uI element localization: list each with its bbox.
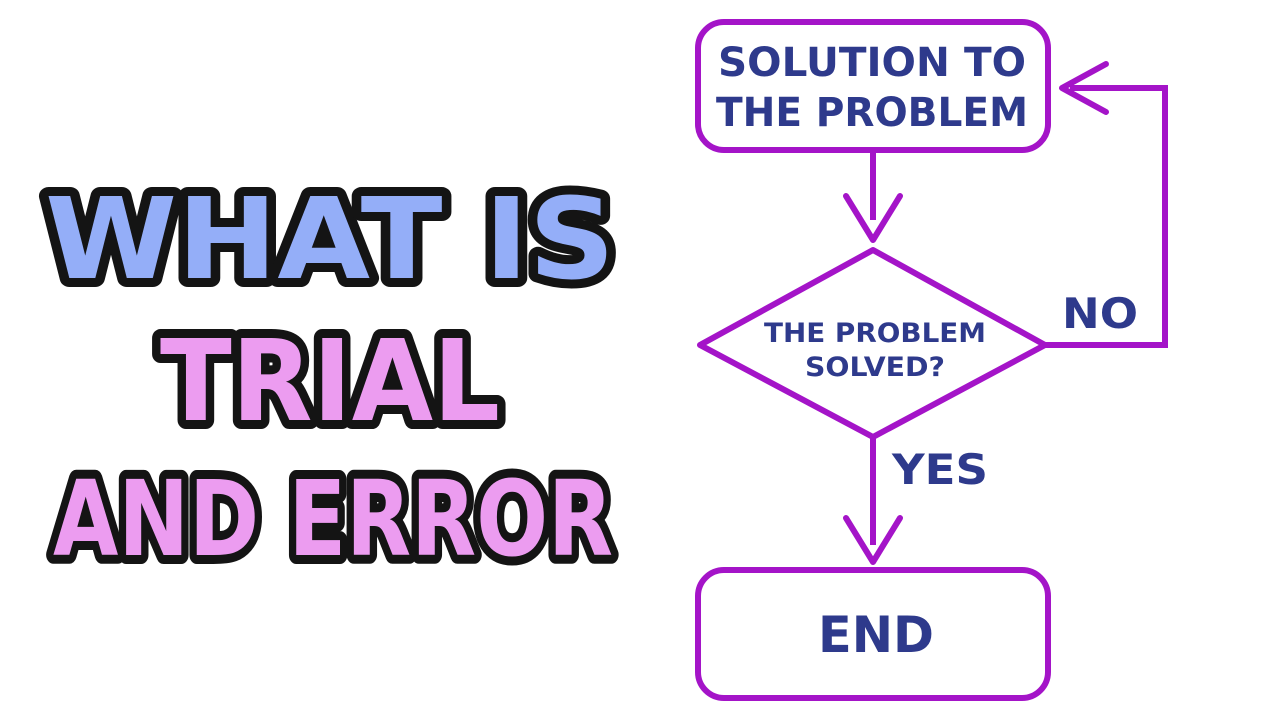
title-line-and-error: AND ERROR (53, 458, 613, 580)
arrowhead-down-2-icon (843, 515, 903, 565)
title-line-what-is: WHAT IS (45, 175, 615, 305)
start-box-label-line2: THE PROBLEM (716, 90, 1028, 136)
arrow-no-loop (1045, 85, 1168, 348)
decision-label-line2: SOLVED? (805, 352, 945, 383)
no-branch-label: NO (1062, 289, 1138, 338)
yes-branch-label: YES (891, 445, 988, 494)
end-box-label: END (818, 606, 934, 664)
decision-label-line1: THE PROBLEM (764, 318, 986, 349)
start-box-label-line1: SOLUTION TO (718, 40, 1026, 86)
end-terminal-box (695, 567, 1051, 701)
arrowhead-down-1-icon (843, 193, 903, 243)
arrowhead-left-icon (1059, 61, 1109, 115)
title-block: WHAT IS TRIAL AND ERROR (36, 166, 624, 589)
title-line-trial: TRIAL (160, 317, 500, 447)
